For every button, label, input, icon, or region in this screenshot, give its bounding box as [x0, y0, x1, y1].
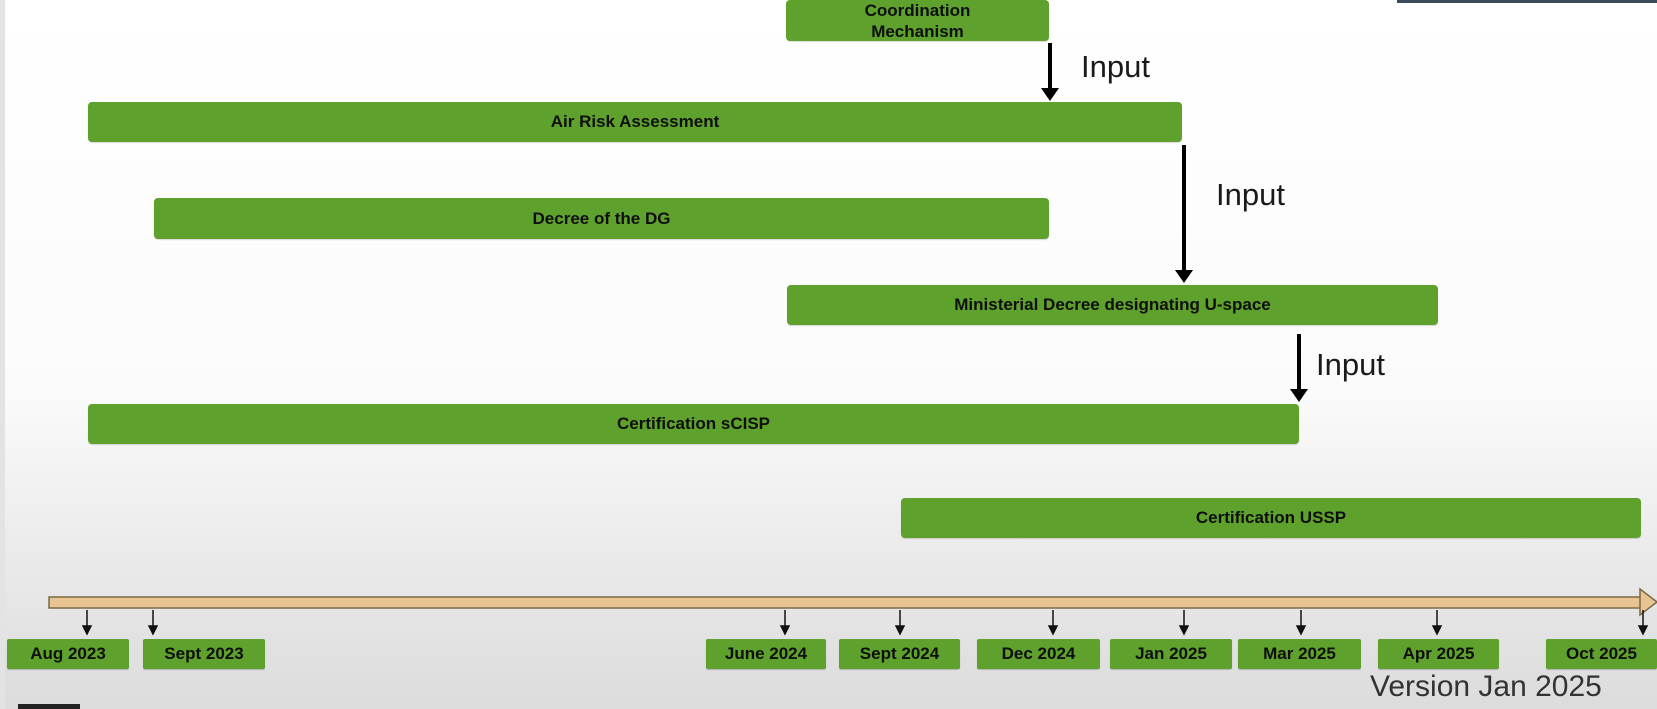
left-edge [0, 0, 5, 709]
date-jan-2025: Jan 2025 [1110, 639, 1232, 669]
bar-air-risk-label: Air Risk Assessment [550, 112, 720, 131]
bar-coordination-line1: Coordination [864, 0, 971, 20]
date-sept-2024: Sept 2024 [839, 639, 960, 669]
bottom-left-mark [18, 704, 80, 709]
date-sept-2023: Sept 2023 [143, 639, 265, 669]
input-arrow-1 [1041, 43, 1059, 101]
bar-air-risk-assessment: Air Risk Assessment [88, 102, 1182, 142]
bar-ministerial-decree: Ministerial Decree designating U-space [787, 285, 1438, 325]
bar-coordination-line2: Mechanism [871, 21, 964, 41]
bar-decree-dg: Decree of the DG [154, 198, 1049, 239]
input-arrow-2 [1175, 145, 1193, 283]
date-dec-2024: Dec 2024 [977, 639, 1100, 669]
date-ticks [81, 610, 1649, 636]
date-oct-2025: Oct 2025 [1546, 639, 1657, 669]
input-label-2: Input [1216, 177, 1285, 212]
bar-certification-ussp: Certification USSP [901, 498, 1641, 538]
bar-ministerial-label: Ministerial Decree designating U-space [954, 295, 1271, 314]
input-label-1: Input [1081, 49, 1150, 84]
date-apr-2025: Apr 2025 [1378, 639, 1499, 669]
bar-certification-scisp: Certification sCISP [88, 404, 1299, 444]
corner-strip [1397, 0, 1657, 3]
timeline-arrow [48, 587, 1657, 617]
version-label: Version Jan 2025 [1370, 670, 1602, 703]
bar-cert-ussp-label: Certification USSP [1195, 508, 1347, 527]
date-mar-2025: Mar 2025 [1238, 639, 1361, 669]
bar-cert-scisp-label: Certification sCISP [616, 414, 771, 433]
date-aug-2023: Aug 2023 [7, 639, 129, 669]
input-label-3: Input [1316, 347, 1385, 382]
bar-decree-dg-label: Decree of the DG [532, 208, 671, 228]
input-arrow-3 [1290, 334, 1308, 402]
date-june-2024: June 2024 [706, 639, 826, 669]
bar-coordination-mechanism: Coordination Mechanism [786, 0, 1049, 41]
